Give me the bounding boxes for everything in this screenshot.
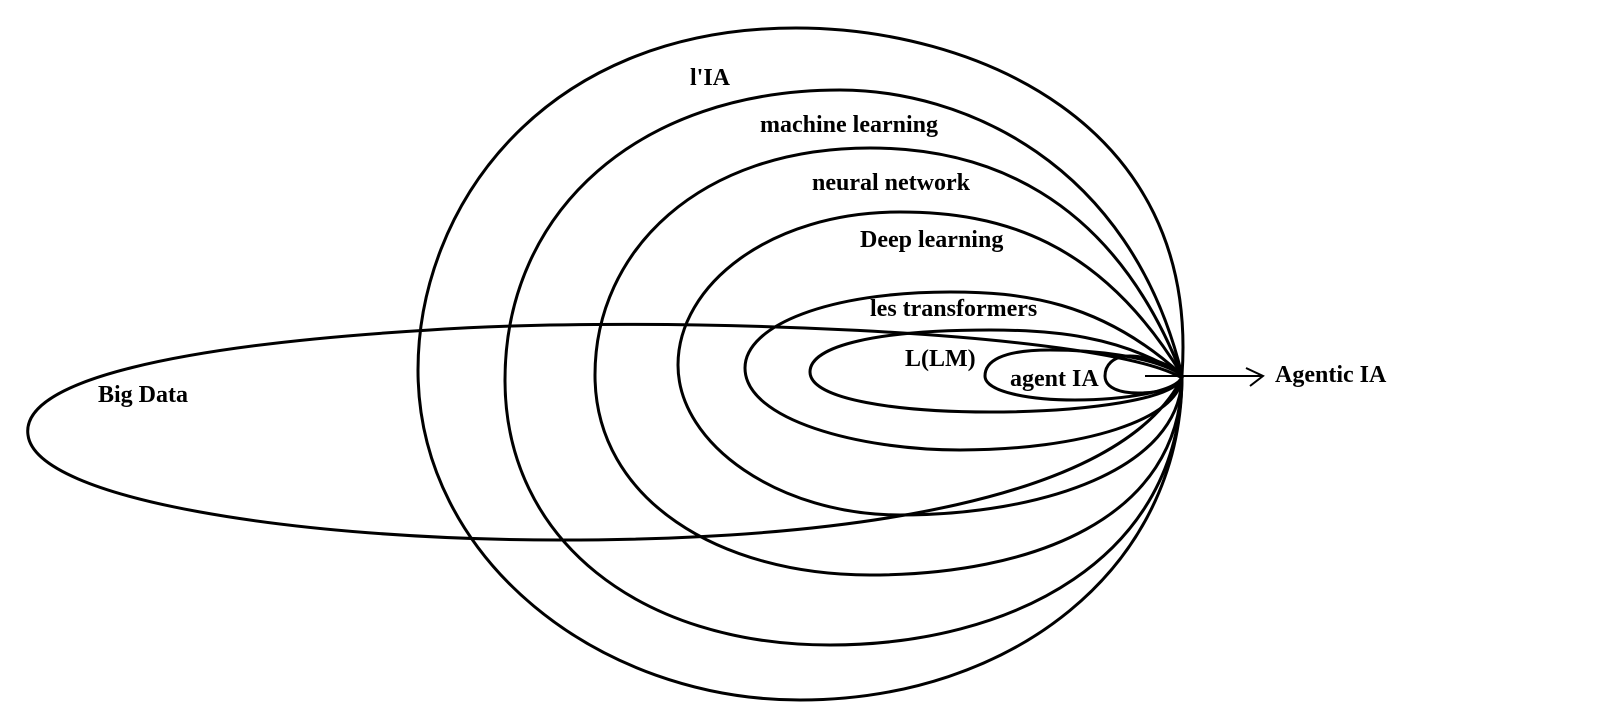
label-agent: agent IA [1010, 366, 1099, 392]
deep-learning-ellipse [676, 210, 1184, 517]
ia-ellipse [416, 26, 1185, 702]
agentic-ellipse [1103, 354, 1184, 395]
neural-network-ellipse [593, 146, 1184, 577]
label-deep-learning: Deep learning [860, 227, 1003, 253]
label-llm: L(LM) [905, 346, 976, 372]
big-data-ellipse [26, 322, 1184, 542]
label-transformers: les transformers [870, 296, 1037, 322]
label-ia: l'IA [690, 65, 731, 91]
llm-ellipse [808, 328, 1184, 414]
transformers-ellipse [743, 290, 1184, 452]
label-big-data: Big Data [98, 382, 188, 408]
label-agentic: Agentic IA [1275, 362, 1387, 388]
agent-ellipse [983, 348, 1184, 402]
agentic-arrow-head [1245, 367, 1265, 387]
label-neural-network: neural network [812, 170, 971, 196]
machine-learning-ellipse [503, 88, 1184, 647]
label-machine-learning: machine learning [760, 112, 938, 138]
